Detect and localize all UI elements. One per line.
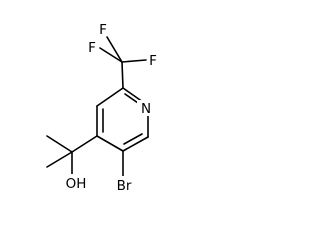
bond-c-f-top — [106, 36, 123, 63]
bond-c2-n — [122, 87, 144, 103]
bond-c6-c5-double — [123, 133, 143, 145]
bond-c-f-right — [121, 59, 147, 63]
bond-c2-cf3 — [121, 61, 124, 89]
bond-c4-cq — [71, 135, 98, 153]
bond-c5-c4 — [96, 135, 124, 152]
atom-f-right: F — [149, 53, 157, 69]
bond-c2-n-double — [124, 93, 139, 104]
atom-oh: OH — [66, 176, 87, 192]
atom-labels: F F F N Br OH — [61, 22, 157, 194]
bond-c3-c2 — [96, 87, 124, 107]
atom-br: Br — [117, 178, 132, 194]
bonds — [46, 36, 149, 178]
chemical-structure: F F F N Br OH — [46, 22, 157, 194]
bond-cq-methyl-up — [46, 135, 73, 153]
bond-cq-methyl-down — [46, 151, 73, 168]
atom-f-left: F — [88, 40, 96, 56]
atom-f-top: F — [99, 22, 107, 38]
bond-c-f-left — [99, 47, 123, 63]
bond-c6-c5 — [122, 136, 149, 152]
atom-n: N — [141, 101, 151, 117]
